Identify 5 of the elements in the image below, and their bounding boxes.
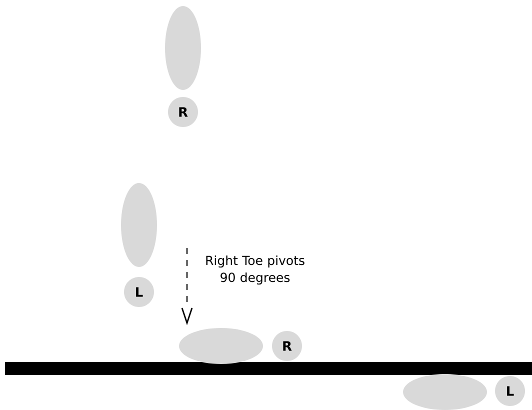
- footprint-ellipse: [179, 328, 263, 364]
- footprint-ellipse: [121, 183, 157, 267]
- annotation-text: Right Toe pivots 90 degrees: [206, 255, 304, 285]
- footprint-ellipse: [403, 374, 487, 410]
- footprint-ellipse: [165, 6, 201, 90]
